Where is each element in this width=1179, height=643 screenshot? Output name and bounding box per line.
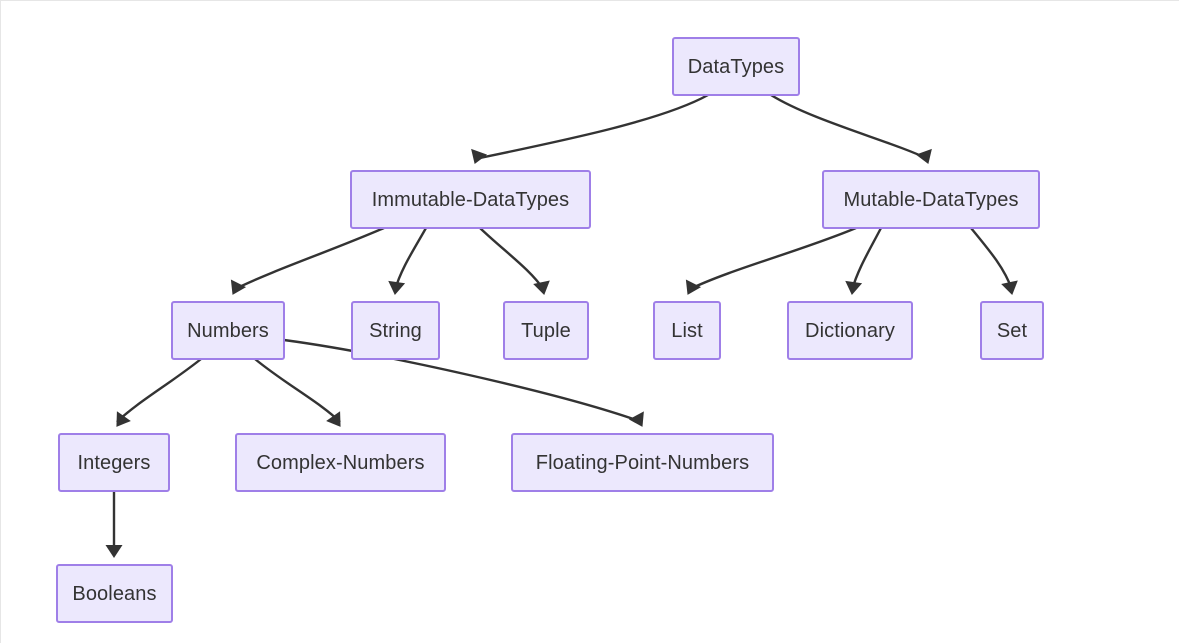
arrowhead-immutable-to-tuple — [533, 280, 550, 295]
edge-datatypes-to-mutable — [770, 93, 929, 161]
edge-immutable-to-string — [393, 227, 428, 291]
edge-immutable-to-numbers — [232, 226, 385, 292]
edges-layer — [112, 93, 1014, 553]
node-mutable[interactable]: Mutable-DataTypes — [822, 170, 1040, 229]
node-label-string: String — [369, 320, 422, 342]
node-box-dictionary[interactable] — [787, 301, 913, 360]
edge-numbers-to-floating — [283, 338, 643, 424]
node-box-datatypes[interactable] — [672, 37, 800, 96]
arrowhead-mutable-to-set — [1001, 280, 1018, 295]
edge-mutable-to-set — [970, 227, 1014, 291]
edge-numbers-to-integers — [116, 358, 202, 423]
node-box-complex[interactable] — [235, 433, 446, 492]
node-numbers[interactable]: Numbers — [171, 301, 285, 360]
node-box-booleans[interactable] — [56, 564, 173, 623]
node-label-floating: Floating-Point-Numbers — [536, 452, 749, 474]
node-label-integers: Integers — [77, 452, 150, 474]
node-box-mutable[interactable] — [822, 170, 1040, 229]
edge-mutable-to-list — [687, 226, 857, 292]
node-label-set: Set — [997, 320, 1028, 342]
node-complex[interactable]: Complex-Numbers — [235, 433, 446, 492]
node-box-immutable[interactable] — [350, 170, 591, 229]
node-label-list: List — [671, 320, 703, 342]
edge-immutable-to-tuple — [479, 227, 545, 291]
arrowhead-mutable-to-dictionary — [845, 280, 863, 295]
node-list[interactable]: List — [653, 301, 721, 360]
node-immutable[interactable]: Immutable-DataTypes — [350, 170, 591, 229]
node-label-tuple: Tuple — [521, 320, 571, 342]
node-floating[interactable]: Floating-Point-Numbers — [511, 433, 774, 492]
node-dictionary[interactable]: Dictionary — [787, 301, 913, 360]
node-box-string[interactable] — [351, 301, 440, 360]
node-label-datatypes: DataTypes — [688, 56, 785, 78]
arrowhead-numbers-to-integers — [116, 411, 131, 427]
node-label-dictionary: Dictionary — [805, 320, 895, 342]
arrowhead-mutable-to-list — [685, 279, 702, 295]
node-label-booleans: Booleans — [72, 583, 156, 605]
node-label-mutable: Mutable-DataTypes — [843, 189, 1018, 211]
arrowhead-datatypes-to-mutable — [915, 148, 932, 164]
node-box-numbers[interactable] — [171, 301, 285, 360]
node-booleans[interactable]: Booleans — [56, 564, 173, 623]
edge-datatypes-to-immutable — [474, 93, 709, 161]
node-box-floating[interactable] — [511, 433, 774, 492]
node-integers[interactable]: Integers — [58, 433, 170, 492]
node-box-set[interactable] — [980, 301, 1044, 360]
node-box-integers[interactable] — [58, 433, 170, 492]
arrowhead-numbers-to-floating — [628, 411, 644, 427]
node-box-list[interactable] — [653, 301, 721, 360]
arrowhead-datatypes-to-immutable — [471, 148, 488, 164]
arrows-layer — [105, 148, 1018, 558]
node-label-numbers: Numbers — [187, 320, 269, 342]
node-label-immutable: Immutable-DataTypes — [372, 189, 570, 211]
arrowhead-numbers-to-complex — [326, 411, 341, 427]
node-datatypes[interactable]: DataTypes — [672, 37, 800, 96]
arrowhead-integers-to-booleans — [105, 545, 123, 558]
arrowhead-immutable-to-numbers — [230, 279, 247, 295]
node-tuple[interactable]: Tuple — [503, 301, 589, 360]
node-box-tuple[interactable] — [503, 301, 589, 360]
node-string[interactable]: String — [351, 301, 440, 360]
node-set[interactable]: Set — [980, 301, 1044, 360]
node-label-complex: Complex-Numbers — [256, 452, 424, 474]
edge-numbers-to-complex — [254, 358, 341, 423]
edge-mutable-to-dictionary — [850, 227, 883, 291]
arrowhead-immutable-to-string — [388, 280, 406, 295]
